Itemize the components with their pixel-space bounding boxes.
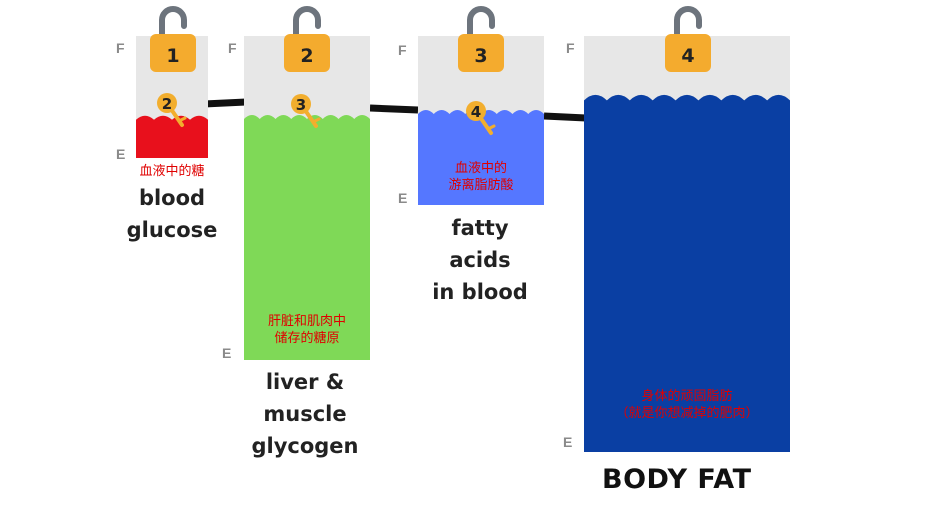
key-tooth — [486, 124, 496, 131]
fatty-acids-en-label: fatty acids in blood — [432, 216, 528, 304]
glycogen-fill — [244, 115, 370, 360]
padlock-body — [458, 34, 504, 72]
key-tooth — [311, 117, 321, 124]
key-shaft — [478, 115, 493, 135]
padlock-shackle — [293, 6, 321, 38]
padlock-1-icon: 1 — [150, 6, 196, 72]
padlock-number: 2 — [300, 45, 313, 67]
padlock-2-icon: 2 — [284, 6, 330, 72]
glycogen-en-label: liver & muscle glycogen — [251, 370, 359, 458]
empty-label-1: E — [116, 146, 126, 162]
padlock-body — [150, 34, 196, 72]
empty-label-3: E — [398, 190, 408, 206]
fatty-acids-fill — [418, 110, 544, 205]
glycogen-cn-label: 肝脏和肌肉中 储存的糖原 — [267, 314, 346, 346]
empty-label-4: E — [563, 434, 573, 450]
full-label-3: F — [398, 42, 407, 58]
key-head — [291, 94, 311, 114]
padlock-4-icon: 4 — [665, 6, 711, 72]
body-fat-title: BODY FAT — [602, 464, 752, 495]
padlock-body — [665, 34, 711, 72]
padlock-body — [284, 34, 330, 72]
key-4-icon: 4 — [466, 101, 496, 135]
body-fat-cn-label: 身体的顽固脂肪 （就是你想减掉的肥肉） — [615, 389, 759, 421]
connector-pipe-2 — [369, 104, 419, 114]
padlock-shackle — [159, 6, 187, 38]
key-shaft — [303, 108, 318, 128]
blood-glucose-en-label: blood glucose — [126, 186, 218, 242]
blood-glucose-fill — [136, 115, 208, 158]
key-number: 2 — [162, 95, 172, 113]
padlock-number: 1 — [166, 45, 179, 67]
full-label-1: F — [116, 40, 125, 56]
key-head — [157, 93, 177, 113]
key-tooth — [177, 116, 187, 123]
key-shaft — [169, 107, 184, 127]
key-2-icon: 2 — [157, 93, 187, 127]
connector-pipe-3 — [543, 112, 587, 122]
body-fat-fill — [584, 94, 790, 453]
padlock-shackle — [467, 6, 495, 38]
padlock-shackle — [674, 6, 702, 38]
full-label-2: F — [228, 40, 237, 56]
connector-pipe-1 — [203, 98, 247, 108]
empty-label-2: E — [222, 345, 232, 361]
full-label-4: F — [566, 40, 575, 56]
padlock-number: 4 — [681, 45, 694, 67]
key-head — [466, 101, 486, 121]
fatty-acids-cn-label: 血液中的 游离脂肪酸 — [448, 161, 514, 193]
padlock-number: 3 — [474, 45, 487, 67]
key-number: 3 — [296, 96, 306, 114]
key-3-icon: 3 — [291, 94, 321, 128]
key-number: 4 — [471, 103, 481, 121]
padlock-3-icon: 3 — [458, 6, 504, 72]
blood-glucose-cn-label: 血液中的糖 — [139, 164, 205, 179]
